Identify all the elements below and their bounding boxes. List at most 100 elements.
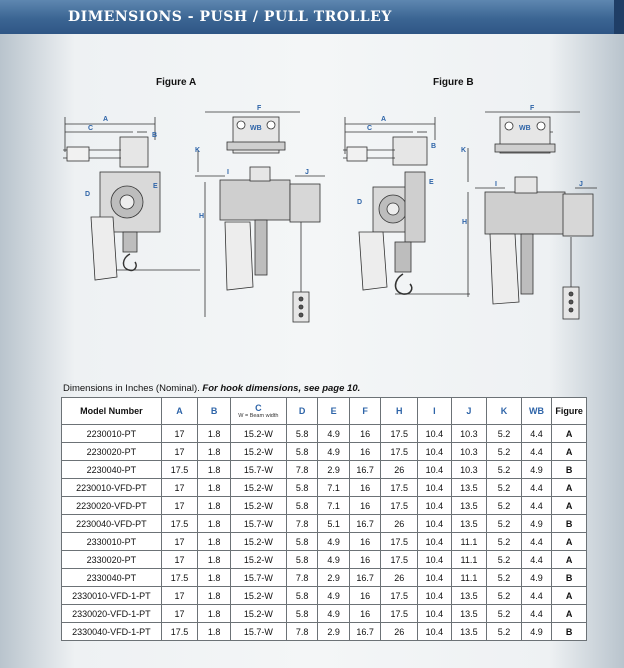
cell-d: 7.8 — [285, 568, 319, 587]
cell-a: 17 — [160, 478, 199, 497]
dimensions-note: Dimensions in Inches (Nominal). For hook… — [63, 383, 360, 394]
cell-c: 15.2-W — [229, 496, 287, 515]
cell-model: 2330040-VFD-1-PT — [61, 622, 162, 641]
figure-a-drawing: A C B E D F WB K H I J — [63, 105, 325, 323]
cell-b: 1.8 — [197, 586, 231, 605]
cell-k: 5.2 — [486, 442, 522, 461]
cell-e: 2.9 — [317, 622, 350, 641]
cell-d: 5.8 — [285, 586, 319, 605]
cell-h: 17.5 — [380, 442, 419, 461]
cell-d: 5.8 — [285, 424, 319, 443]
cell-i: 10.4 — [417, 586, 452, 605]
dim-label-d-b: D — [357, 199, 362, 206]
cell-c: 15.2-W — [229, 532, 287, 551]
cell-h: 26 — [380, 514, 419, 533]
cell-e: 2.9 — [317, 568, 350, 587]
col-f: F — [348, 397, 382, 425]
cell-e: 4.9 — [317, 586, 350, 605]
dim-label-i-b: I — [495, 181, 497, 188]
dim-label-c-b: C — [367, 125, 372, 132]
cell-b: 1.8 — [197, 478, 231, 497]
cell-figure: A — [551, 550, 587, 569]
dim-label-a-b: A — [381, 116, 386, 123]
cell-model: 2230010-PT — [61, 424, 162, 443]
cell-d: 5.8 — [285, 442, 319, 461]
cell-c: 15.2-W — [229, 550, 287, 569]
cell-j: 10.3 — [450, 424, 488, 443]
cell-wb: 4.4 — [520, 496, 553, 515]
cell-k: 5.2 — [486, 496, 522, 515]
cell-k: 5.2 — [486, 532, 522, 551]
cell-a: 17.5 — [160, 460, 199, 479]
cell-model: 2230040-VFD-PT — [61, 514, 162, 533]
cell-i: 10.4 — [417, 622, 452, 641]
cell-k: 5.2 — [486, 550, 522, 569]
cell-model: 2330020-VFD-1-PT — [61, 604, 162, 623]
cell-wb: 4.4 — [520, 532, 553, 551]
cell-k: 5.2 — [486, 622, 522, 641]
cell-d: 7.8 — [285, 622, 319, 641]
dim-label-j-b: J — [579, 181, 583, 188]
dim-label-c: C — [88, 125, 93, 132]
cell-h: 17.5 — [380, 550, 419, 569]
cell-i: 10.4 — [417, 514, 452, 533]
col-h: H — [380, 397, 419, 425]
dim-label-k: K — [195, 147, 200, 154]
cell-model: 2230020-PT — [61, 442, 162, 461]
cell-model: 2230010-VFD-PT — [61, 478, 162, 497]
cell-wb: 4.4 — [520, 586, 553, 605]
note-text: Dimensions in Inches (Nominal). — [63, 383, 203, 394]
dim-label-wb-b: WB — [519, 125, 531, 132]
dim-label-h-b: H — [462, 219, 467, 226]
cell-figure: A — [551, 424, 587, 443]
col-figure: Figure — [551, 397, 587, 425]
cell-figure: A — [551, 496, 587, 515]
cell-wb: 4.9 — [520, 568, 553, 587]
cell-f: 16 — [348, 496, 382, 515]
cell-e: 4.9 — [317, 550, 350, 569]
dim-label-wb: WB — [250, 125, 262, 132]
cell-e: 4.9 — [317, 604, 350, 623]
cell-e: 2.9 — [317, 460, 350, 479]
cell-f: 16 — [348, 442, 382, 461]
cell-wb: 4.4 — [520, 550, 553, 569]
cell-d: 5.8 — [285, 532, 319, 551]
col-k: K — [486, 397, 522, 425]
cell-j: 13.5 — [450, 514, 488, 533]
dim-label-k-b: K — [461, 147, 466, 154]
cell-d: 7.8 — [285, 514, 319, 533]
figure-b-drawing: A C B E D F WB K H I J — [343, 105, 597, 320]
cell-k: 5.2 — [486, 604, 522, 623]
cell-b: 1.8 — [197, 442, 231, 461]
cell-h: 17.5 — [380, 424, 419, 443]
col-e: E — [317, 397, 350, 425]
cell-i: 10.4 — [417, 568, 452, 587]
cell-c: 15.7-W — [229, 622, 287, 641]
cell-j: 11.1 — [450, 568, 488, 587]
cell-figure: A — [551, 478, 587, 497]
cell-h: 26 — [380, 460, 419, 479]
note-emphasis: For hook dimensions, see page 10. — [202, 383, 361, 394]
dim-label-a: A — [103, 116, 108, 123]
cell-model: 2330020-PT — [61, 550, 162, 569]
cell-a: 17 — [160, 532, 199, 551]
cell-f: 16.7 — [348, 514, 382, 533]
dim-label-b-b: B — [431, 143, 436, 150]
cell-j: 10.3 — [450, 460, 488, 479]
cell-model: 2330040-PT — [61, 568, 162, 587]
cell-j: 13.5 — [450, 496, 488, 515]
col-c-subtitle: W = Beam width — [238, 413, 279, 419]
cell-c: 15.7-W — [229, 514, 287, 533]
cell-b: 1.8 — [197, 532, 231, 551]
cell-c: 15.2-W — [229, 586, 287, 605]
dim-label-b: B — [152, 132, 157, 139]
dim-label-h: H — [199, 213, 204, 220]
